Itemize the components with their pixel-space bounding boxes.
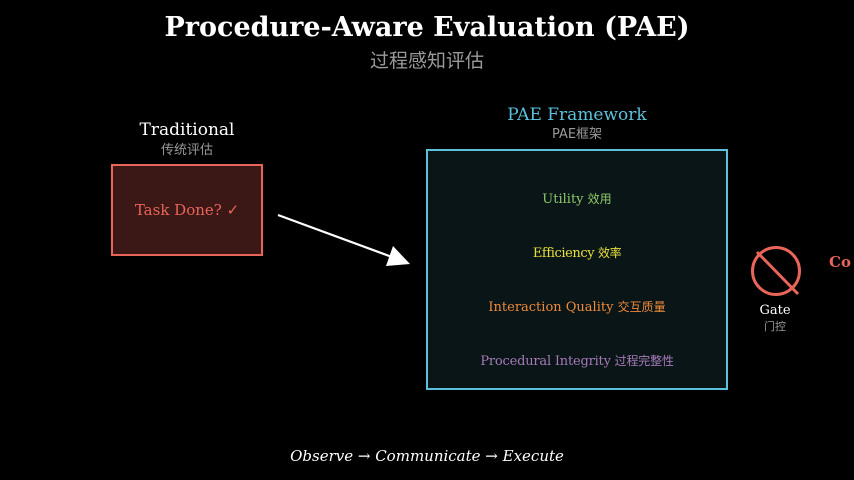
prohibition-icon: [751, 246, 801, 296]
dimension-efficiency-en: Efficiency: [532, 246, 595, 261]
framework-box: Utility 效用 Efficiency 效率 Interaction Qua…: [426, 149, 728, 390]
dimension-interaction-quality-en: Interaction Quality: [488, 300, 614, 315]
dimension-interaction-quality: Interaction Quality 交互质量: [488, 298, 665, 315]
flow-caption: Observe → Communicate → Execute: [290, 447, 564, 465]
dimension-utility: Utility 效用: [542, 190, 611, 207]
gate-sublabel: 门控: [764, 320, 786, 333]
dimension-procedural-integrity-en: Procedural Integrity: [480, 354, 611, 369]
gate-label: Gate: [759, 303, 791, 318]
page-title: Procedure-Aware Evaluation (PAE): [164, 12, 690, 43]
dimension-procedural-integrity-zh: 过程完整性: [614, 354, 674, 368]
dimension-efficiency-zh: 效率: [597, 246, 622, 260]
page-subtitle: 过程感知评估: [369, 50, 485, 72]
framework-sublabel: PAE框架: [551, 127, 603, 142]
dimension-efficiency: Efficiency 效率: [532, 244, 622, 261]
truncated-outcome-label: Co: [829, 253, 851, 271]
dimension-procedural-integrity: Procedural Integrity 过程完整性: [480, 352, 674, 369]
traditional-box: Task Done? ✓: [111, 164, 263, 256]
traditional-sublabel: 传统评估: [160, 143, 214, 158]
traditional-box-text: Task Done? ✓: [134, 201, 240, 219]
dimension-interaction-quality-zh: 交互质量: [617, 300, 666, 314]
framework-label: PAE Framework: [507, 105, 647, 125]
arrow-right-icon: [277, 213, 410, 266]
dimension-utility-en: Utility: [542, 192, 584, 207]
traditional-label: Traditional: [139, 120, 235, 140]
dimension-utility-zh: 效用: [587, 192, 612, 206]
